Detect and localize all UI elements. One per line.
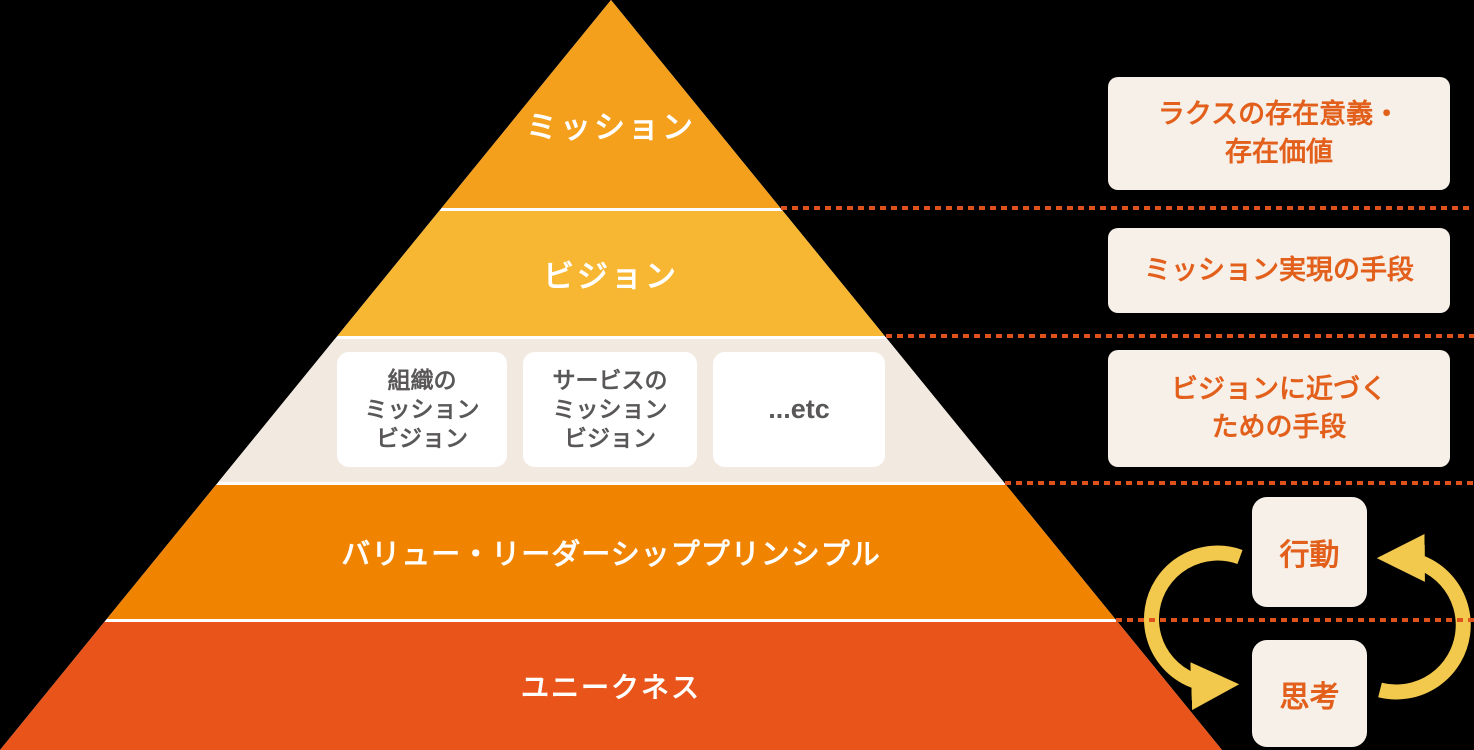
org-mission-vision-box: 組織の ミッション ビジョン [337, 352, 507, 467]
annotation-sub-missions-line2: ための手段 [1211, 411, 1347, 442]
service-mission-vision-line1: サービスの [552, 366, 668, 393]
etc-box: ...etc [713, 352, 885, 467]
annotation-sub-missions-line1: ビジョンに近づく [1171, 373, 1387, 404]
annotation-mission: ラクスの存在意義・ 存在価値 [1108, 77, 1450, 190]
annotation-vision: ミッション実現の手段 [1108, 228, 1450, 313]
pyramid: ミッション ビジョン 組織の ミッション ビジョン サービスの ミッション ビジ… [0, 0, 1222, 750]
pyramid-level-vision: ビジョン [0, 211, 1222, 336]
org-mission-vision-line3: ビジョン [376, 425, 468, 452]
org-mission-vision-line2: ミッション [364, 395, 480, 422]
annotation-sub-missions: ビジョンに近づく ための手段 [1108, 350, 1450, 467]
dashed-line-value [1116, 618, 1474, 622]
thought-label: 思考 [1279, 680, 1340, 714]
pyramid-level-value-leadership: バリュー・リーダーシッププリンシプル [0, 485, 1222, 619]
mission-label: ミッション [526, 109, 696, 145]
org-mission-vision-line1: 組織の [387, 366, 457, 393]
pyramid-level-mission: ミッション [0, 0, 1222, 208]
service-mission-vision-box: サービスの ミッション ビジョン [523, 352, 697, 467]
annotation-mission-line1: ラクスの存在意義・ [1157, 98, 1401, 129]
dashed-line-mission [781, 206, 1474, 210]
service-mission-vision-line2: ミッション [552, 395, 668, 422]
dashed-line-vision [886, 334, 1474, 338]
uniqueness-label: ユニークネス [520, 672, 701, 703]
pyramid-level-sub-missions: 組織の ミッション ビジョン サービスの ミッション ビジョン ...etc [0, 339, 1222, 482]
thought-box: 思考 [1252, 640, 1367, 747]
action-label: 行動 [1279, 539, 1340, 572]
cycle-arrow-left [1144, 545, 1243, 711]
dashed-line-sub-missions [1005, 481, 1474, 485]
cycle-arrow-right [1376, 533, 1471, 700]
annotation-vision-line1: ミッション実現の手段 [1144, 254, 1414, 285]
vision-label: ビジョン [543, 259, 679, 294]
cycle-arrows-icon [1144, 533, 1471, 711]
action-box: 行動 [1252, 497, 1367, 607]
etc-label: ...etc [768, 394, 830, 425]
value-leadership-label: バリュー・リーダーシッププリンシプル [341, 539, 881, 571]
service-mission-vision-line3: ビジョン [564, 425, 656, 452]
pyramid-level-uniqueness: ユニークネス [0, 622, 1222, 750]
annotation-mission-line2: 存在価値 [1225, 136, 1333, 167]
